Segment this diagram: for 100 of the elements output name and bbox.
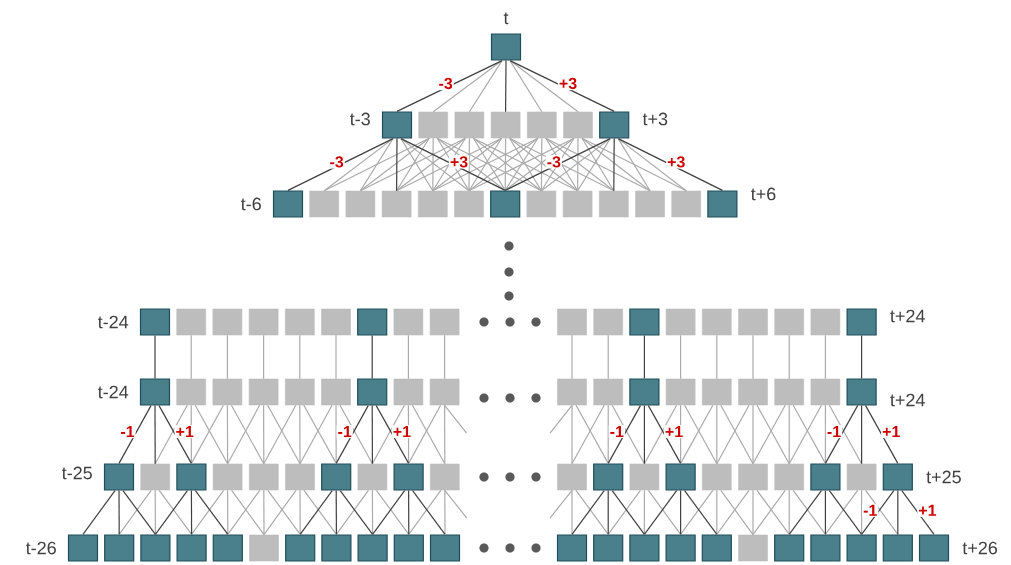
connector-line <box>468 137 470 192</box>
connector-line <box>680 490 682 535</box>
connector-line <box>190 404 192 464</box>
state-box <box>393 534 424 562</box>
time-label: t+25 <box>926 470 961 484</box>
state-box <box>562 190 593 218</box>
connector-line <box>617 138 651 192</box>
state-box <box>285 378 315 406</box>
connector-line <box>509 60 615 112</box>
state-box <box>430 463 460 491</box>
connector-line <box>607 334 609 380</box>
state-box <box>381 190 412 218</box>
connector-line <box>154 405 156 465</box>
connector-line <box>752 489 754 536</box>
state-box <box>176 534 207 562</box>
state-box <box>774 463 804 491</box>
state-box <box>629 308 660 336</box>
connector-line <box>444 404 446 465</box>
connector-line <box>581 137 687 192</box>
time-label: t <box>503 12 509 25</box>
connector-line <box>509 60 579 113</box>
state-box <box>429 534 461 562</box>
state-box <box>774 308 804 336</box>
connector-line <box>607 404 609 464</box>
state-box <box>357 463 388 491</box>
connector-line <box>359 138 394 192</box>
connector-line <box>643 489 645 535</box>
connector-line <box>335 404 337 464</box>
state-box <box>882 534 913 562</box>
state-box <box>702 308 732 336</box>
edge-label: -1 <box>119 425 136 439</box>
connector-line <box>571 334 573 380</box>
connector-line <box>509 60 543 113</box>
state-box <box>629 378 660 406</box>
state-box <box>429 378 460 406</box>
connector-line <box>577 137 579 192</box>
connector-line <box>824 490 826 535</box>
connector-line <box>299 334 301 380</box>
connector-line <box>335 334 337 380</box>
state-box <box>345 190 376 218</box>
state-box <box>418 111 448 139</box>
connector-line <box>861 405 863 465</box>
state-box <box>176 308 206 336</box>
connector-line <box>788 489 790 535</box>
connector-line <box>617 138 723 191</box>
connector-line <box>263 334 265 380</box>
edge-label: -3 <box>545 155 562 169</box>
state-box <box>309 190 339 218</box>
state-box <box>321 463 352 491</box>
state-box <box>526 190 557 218</box>
state-box <box>490 111 521 139</box>
state-box <box>702 463 732 491</box>
connector-line <box>752 404 754 465</box>
connector-line <box>643 335 645 379</box>
time-label: t+26 <box>962 541 998 555</box>
state-box <box>629 534 660 562</box>
connector-line <box>82 490 116 535</box>
connector-line <box>716 489 718 535</box>
state-box <box>285 463 315 491</box>
connector-line <box>263 404 265 465</box>
state-box <box>665 463 696 491</box>
connector-line <box>861 489 863 535</box>
state-box <box>810 378 841 406</box>
connector-line <box>571 489 573 535</box>
state-box <box>635 190 665 218</box>
connector-line <box>408 490 410 535</box>
connector-line <box>468 60 503 113</box>
edge-label: +3 <box>448 155 470 169</box>
time-label: t-24 <box>97 315 129 329</box>
connector-line <box>897 490 899 535</box>
state-box <box>321 308 351 336</box>
time-label: t-26 <box>25 541 56 555</box>
state-box <box>527 111 557 139</box>
edge-label: +1 <box>881 425 902 439</box>
connector-line <box>581 137 651 192</box>
state-box <box>846 463 877 491</box>
connector-line <box>643 405 645 465</box>
state-box <box>248 378 279 406</box>
connector-line <box>407 334 409 380</box>
connector-line <box>505 60 507 113</box>
connector-line <box>788 334 790 380</box>
state-box <box>557 463 587 491</box>
edge-label: +3 <box>666 155 687 169</box>
connector-line <box>118 405 152 464</box>
connector-line <box>335 490 337 535</box>
connector-line <box>263 489 265 536</box>
time-label: t-6 <box>240 197 261 211</box>
state-box <box>393 378 424 406</box>
connector-line <box>716 334 718 380</box>
connector-line <box>371 405 373 465</box>
time-label: t-3 <box>349 112 370 126</box>
state-box <box>454 111 485 139</box>
connector-line <box>190 334 192 380</box>
state-box <box>557 308 587 336</box>
state-box <box>321 378 351 406</box>
edge-label: +1 <box>663 425 685 439</box>
connector-line <box>299 489 301 535</box>
time-label: t-25 <box>61 466 92 480</box>
state-box <box>249 463 279 491</box>
state-box <box>429 308 460 336</box>
